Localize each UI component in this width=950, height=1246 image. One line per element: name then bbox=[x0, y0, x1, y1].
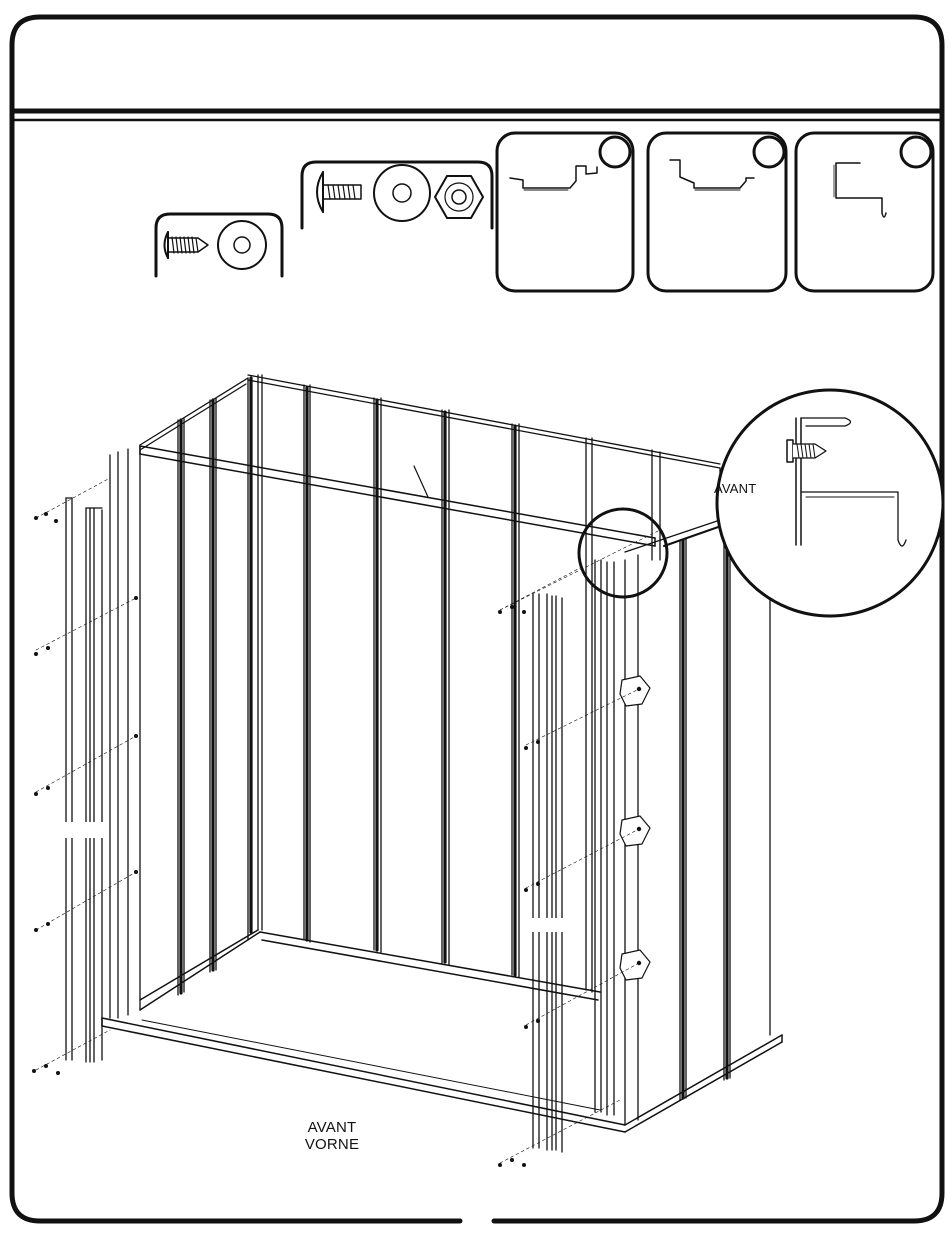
washer-icon bbox=[218, 221, 266, 269]
detail-callout bbox=[579, 390, 943, 616]
detail-front-label: AVANT bbox=[714, 480, 784, 497]
part-card-channel-b bbox=[648, 133, 786, 291]
page-frame bbox=[12, 17, 942, 1221]
hardware-screw-washer bbox=[156, 214, 282, 276]
hex-nut-icon bbox=[435, 176, 483, 218]
bolt-icon bbox=[317, 172, 361, 212]
washer-icon bbox=[374, 165, 430, 221]
left-wall bbox=[110, 378, 251, 1018]
hardware-bolt-washer-nut bbox=[302, 162, 492, 228]
part-card-channel-a bbox=[497, 133, 633, 291]
front-label-fr: AVANT bbox=[280, 1119, 384, 1136]
front-label: AVANT VORNE bbox=[280, 1119, 384, 1153]
left-corner-panel bbox=[32, 478, 138, 1075]
self-tapping-screw-icon bbox=[165, 232, 209, 258]
front-label-de: VORNE bbox=[280, 1136, 384, 1153]
part-card-bracket bbox=[796, 133, 933, 291]
right-corner-panel bbox=[498, 530, 660, 1167]
top-bar bbox=[140, 446, 655, 546]
back-wall bbox=[248, 375, 720, 992]
